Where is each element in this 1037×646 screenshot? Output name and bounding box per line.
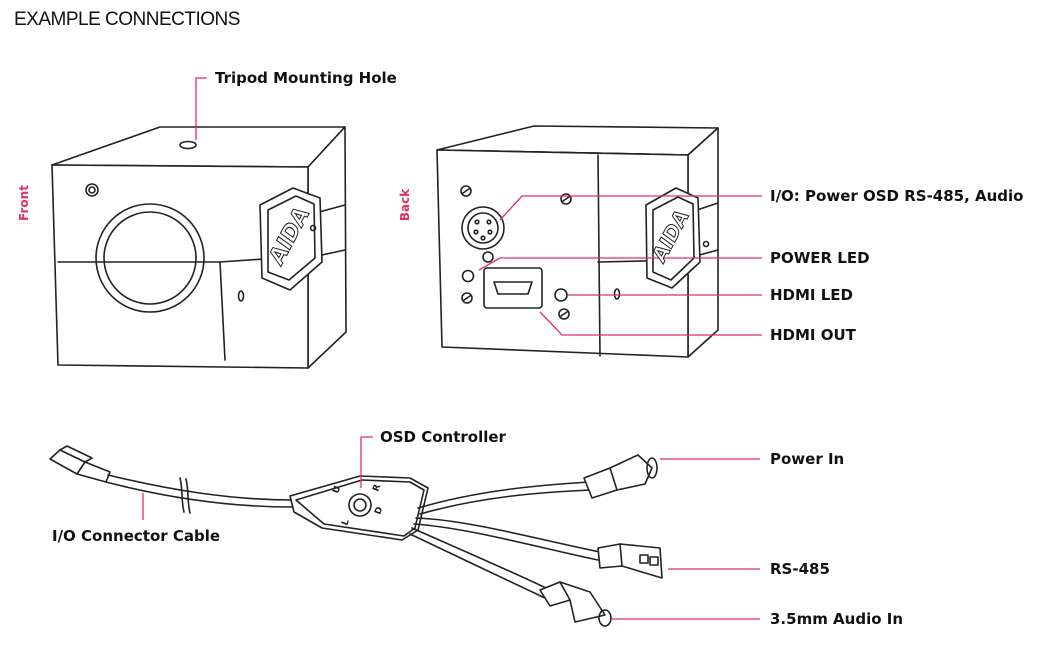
osd-letter-right: R [371, 483, 383, 493]
front-side-label: Front [16, 185, 31, 221]
camera-front-illustration [51, 126, 347, 369]
callout-hdmi-led: HDMI LED [770, 286, 853, 304]
callout-power-led: POWER LED [770, 249, 870, 267]
callout-power-in: Power In [770, 450, 845, 468]
callout-audio-in: 3.5mm Audio In [770, 610, 904, 628]
callout-hdmi-out: HDMI OUT [770, 326, 856, 344]
back-side-label: Back [398, 188, 413, 222]
diagram-heading: EXAMPLE CONNECTIONS [14, 9, 240, 30]
callout-rs485: RS-485 [770, 560, 830, 578]
leader-tripod [195, 77, 207, 140]
callout-leader-lines [142, 77, 762, 620]
leader-osd [360, 436, 373, 488]
leader-io [499, 195, 762, 221]
leader-hdmi-out [539, 311, 762, 336]
osd-letter-up: U [331, 485, 343, 495]
callout-io-connector-cable: I/O Connector Cable [52, 527, 221, 545]
osd-letter-down: D [373, 506, 385, 516]
callout-tripod-mounting-hole: Tripod Mounting Hole [215, 69, 397, 87]
osd-letter-left: L [340, 518, 351, 527]
callout-io-port: I/O: Power OSD RS-485, Audio [770, 187, 1024, 205]
callout-osd-controller: OSD Controller [380, 428, 506, 446]
cable-illustration [49, 445, 663, 627]
camera-back-illustration [436, 125, 719, 358]
leader-power-led [478, 257, 762, 271]
